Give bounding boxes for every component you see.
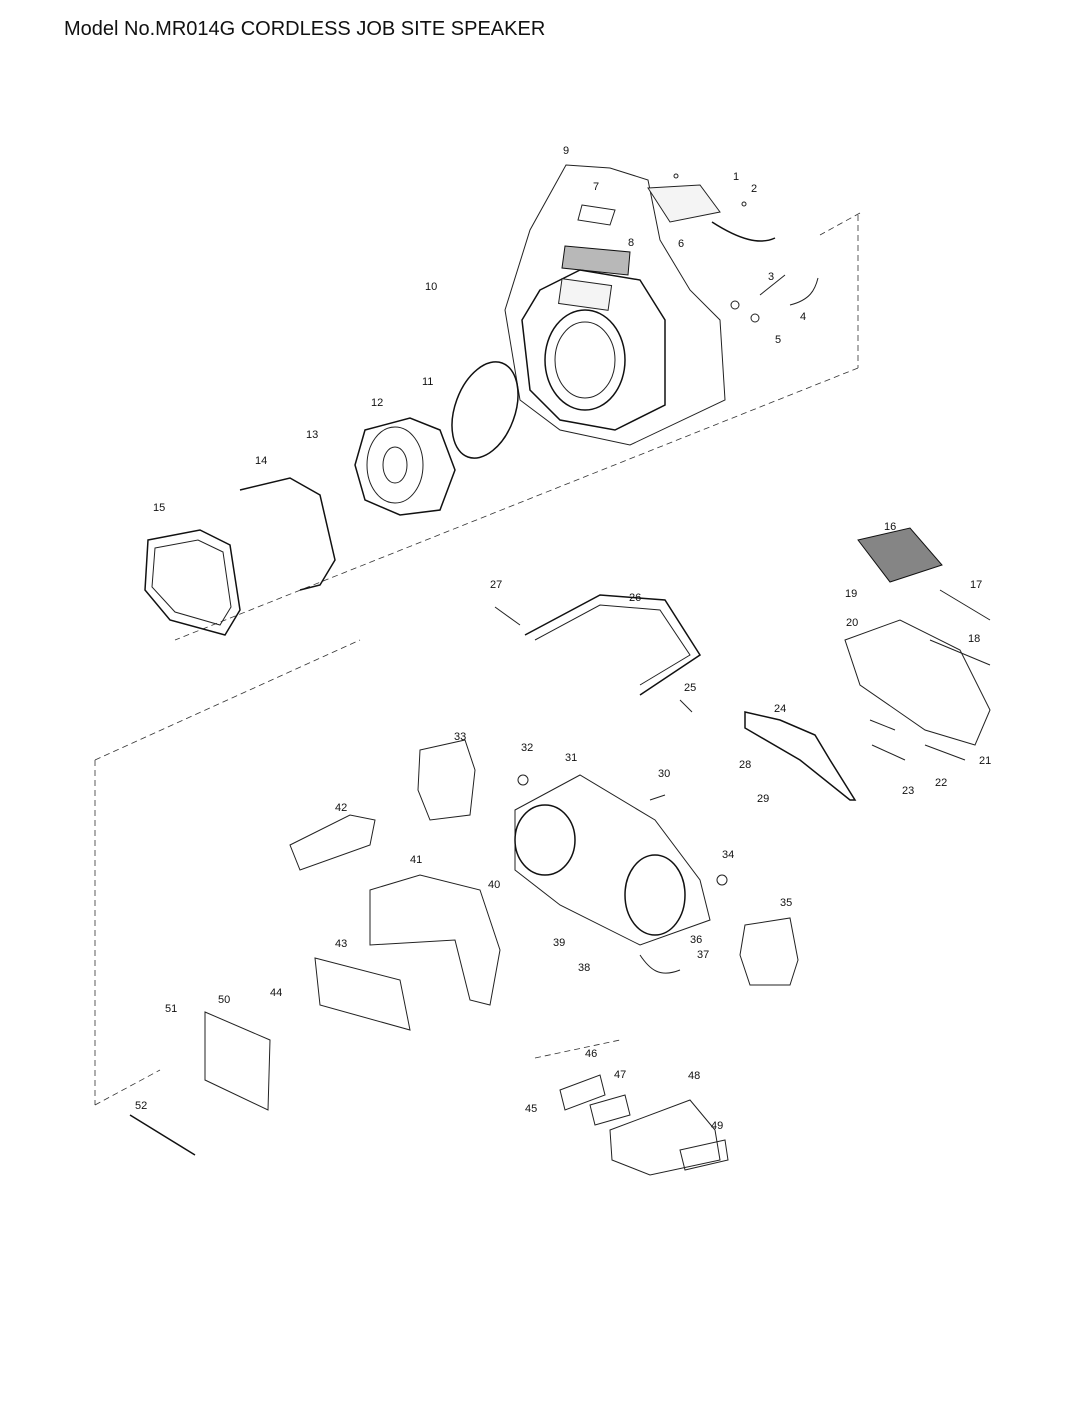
part-label: 40: [488, 879, 500, 891]
part-label: 10: [425, 281, 437, 293]
part-label: 26: [629, 592, 641, 604]
part-label: 18: [968, 633, 980, 645]
part-label: 12: [371, 397, 383, 409]
part-label: 4: [800, 311, 806, 323]
part-label: 2: [751, 183, 757, 195]
part-label: 1: [733, 171, 739, 183]
cover-plate: [744, 711, 857, 801]
handle-parts: [494, 594, 702, 713]
part-label: 33: [454, 731, 466, 743]
part-label: 50: [218, 994, 230, 1006]
part-label: 5: [775, 334, 781, 346]
part-label: 25: [684, 682, 696, 694]
part-label: 27: [490, 579, 502, 591]
part-label: 30: [658, 768, 670, 780]
battery-terminal-parts: [844, 527, 991, 761]
control-panel-parts: [647, 173, 819, 323]
part-label: 31: [565, 752, 577, 764]
front-housing-assembly: [504, 164, 726, 446]
switch-parts: [534, 1039, 729, 1176]
part-label: 6: [678, 238, 684, 250]
rear-housing-assembly: [289, 739, 799, 1006]
part-label: 43: [335, 938, 347, 950]
part-label: 51: [165, 1003, 177, 1015]
part-label: 21: [979, 755, 991, 767]
part-label: 37: [697, 949, 709, 961]
part-label: 36: [690, 934, 702, 946]
part-label: 47: [614, 1069, 626, 1081]
part-label: 44: [270, 987, 282, 999]
part-label: 17: [970, 579, 982, 591]
part-label: 45: [525, 1103, 537, 1115]
part-label: 19: [845, 588, 857, 600]
part-label: 13: [306, 429, 318, 441]
part-label: 46: [585, 1048, 597, 1060]
left-speaker-parts: [144, 361, 519, 636]
section-boundaries: [94, 212, 861, 1106]
part-label: 14: [255, 455, 267, 467]
part-label: 23: [902, 785, 914, 797]
part-label: 16: [884, 521, 896, 533]
part-label: 38: [578, 962, 590, 974]
part-label: 28: [739, 759, 751, 771]
part-label: 9: [563, 145, 569, 157]
part-labels: 1 2 3 4 5 6 7 8 9 10 11 12 13 14 15 16 1…: [135, 145, 991, 1132]
part-label: 42: [335, 802, 347, 814]
part-label: 32: [521, 742, 533, 754]
part-label: 29: [757, 793, 769, 805]
part-label: 39: [553, 937, 565, 949]
part-label: 8: [628, 237, 634, 249]
part-label: 34: [722, 849, 734, 861]
part-label: 49: [711, 1120, 723, 1132]
part-label: 3: [768, 271, 774, 283]
part-label: 41: [410, 854, 422, 866]
part-label: 35: [780, 897, 792, 909]
part-label: 11: [422, 376, 433, 388]
part-label: 48: [688, 1070, 700, 1082]
part-label: 20: [846, 617, 858, 629]
part-label: 24: [774, 703, 786, 715]
part-label: 15: [153, 502, 165, 514]
part-label: 22: [935, 777, 947, 789]
part-label: 7: [593, 181, 599, 193]
part-label: 52: [135, 1100, 147, 1112]
circuit-board-parts: [129, 954, 681, 1156]
page-title: Model No.MR014G CORDLESS JOB SITE SPEAKE…: [64, 18, 546, 40]
